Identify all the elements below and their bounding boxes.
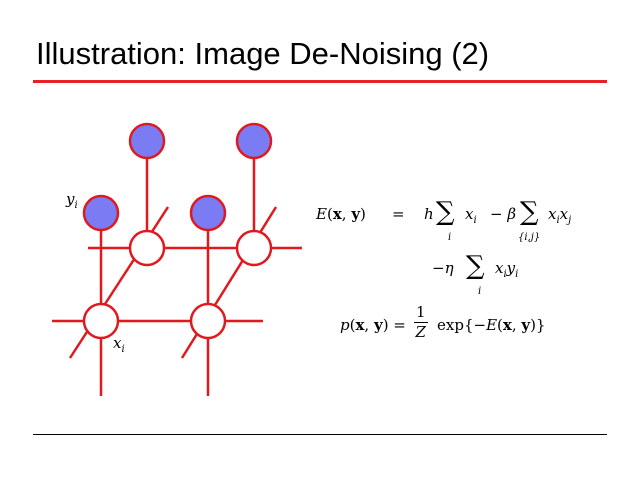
observed-variable-label: yi (66, 190, 78, 211)
equals-sign: = (392, 205, 405, 223)
minus-eta: −η (432, 259, 454, 277)
h-coefficient: h (424, 205, 434, 223)
footer-rule (33, 434, 607, 435)
hidden-variable-label: xi (113, 334, 125, 355)
observed-node (189, 194, 227, 232)
term-xiyi: xiyi (495, 259, 519, 280)
hidden-node (189, 302, 227, 340)
minus-beta: − β (490, 205, 517, 223)
slide-title: Illustration: Image De-Noising (2) (36, 36, 490, 71)
sum-index-i: i (448, 232, 452, 243)
edge (180, 206, 278, 359)
sum-symbol: ∑ (436, 197, 455, 227)
term-xi: xi (465, 205, 477, 226)
observed-node (128, 122, 166, 160)
sum-symbol: ∑ (520, 197, 539, 227)
sum-symbol: ∑ (466, 251, 485, 281)
energy-lhs: E(x, y) (316, 205, 366, 223)
title-underline (33, 80, 607, 83)
hidden-node (235, 229, 273, 267)
probability-lhs: p(x, y) = (340, 316, 406, 334)
term-xixj: xixj (548, 205, 572, 226)
observed-node (235, 122, 273, 160)
sum-index-i: i (478, 286, 482, 297)
observed-node (82, 194, 120, 232)
probability-rhs: exp{−E(x, y)} (437, 316, 546, 334)
hidden-node (82, 302, 120, 340)
sum-index-ij: {i,j} (518, 232, 541, 243)
hidden-node (128, 229, 166, 267)
